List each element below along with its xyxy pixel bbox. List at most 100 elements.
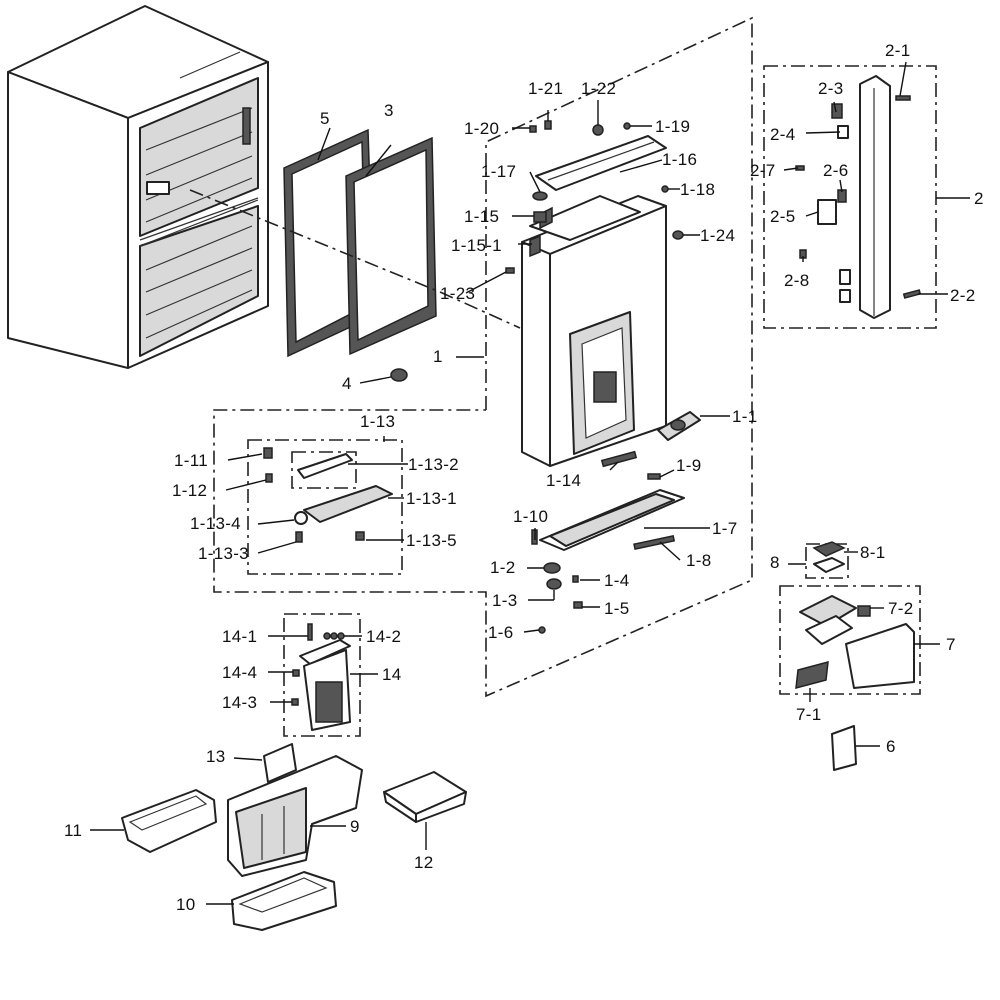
label-1-10: 1-10 <box>513 507 549 526</box>
label-2-3: 2-3 <box>818 79 844 98</box>
label-8-1: 8-1 <box>860 543 886 562</box>
label-1-13-5: 1-13-5 <box>406 531 457 550</box>
part-9 <box>227 755 363 877</box>
refrigerator-cabinet <box>7 5 269 369</box>
label-1-14: 1-14 <box>546 471 582 490</box>
part-8-1 <box>812 541 846 573</box>
part-1-20 <box>529 125 537 133</box>
group-1-outline <box>213 16 753 698</box>
part-1-4 <box>572 575 579 583</box>
label-1-8: 1-8 <box>686 551 712 570</box>
label-1-15-1: 1-15-1 <box>451 236 502 255</box>
label-2-4: 2-4 <box>770 125 796 144</box>
door-gasket-3 <box>345 136 437 356</box>
label-5: 5 <box>320 109 330 128</box>
part-6 <box>831 725 857 771</box>
part-13 <box>263 743 297 783</box>
label-1: 1 <box>433 347 443 366</box>
label-2-2: 2-2 <box>950 286 976 305</box>
part-1-23 <box>505 267 515 274</box>
label-1-3: 1-3 <box>492 591 518 610</box>
label-11: 11 <box>64 821 83 840</box>
label-14-2: 14-2 <box>366 627 402 646</box>
label-2-5: 2-5 <box>770 207 796 226</box>
label-14-1: 14-1 <box>222 627 258 646</box>
label-4: 4 <box>342 374 352 393</box>
label-1-20: 1-20 <box>464 119 500 138</box>
label-7: 7 <box>946 635 956 654</box>
label-1-17: 1-17 <box>481 162 517 181</box>
part-11 <box>121 789 217 853</box>
label-1-13: 1-13 <box>360 412 396 431</box>
label-13: 13 <box>206 747 226 766</box>
label-7-2: 7-2 <box>888 599 914 618</box>
part-10 <box>231 871 337 931</box>
label-3: 3 <box>384 101 394 120</box>
label-1-15: 1-15 <box>464 207 500 226</box>
hinge-1-1 <box>657 411 701 441</box>
label-1-19: 1-19 <box>655 117 691 136</box>
label-1-9: 1-9 <box>676 456 702 475</box>
part-1-19 <box>623 122 631 130</box>
part-1-14 <box>600 450 638 468</box>
assembly-14 <box>291 623 351 731</box>
label-8: 8 <box>770 553 780 572</box>
label-10: 10 <box>176 895 196 914</box>
label-14-4: 14-4 <box>222 663 258 682</box>
part-1-2 <box>543 562 561 574</box>
part-1-22 <box>592 124 604 136</box>
part-1-9 <box>647 473 661 480</box>
label-1-1: 1-1 <box>732 407 758 426</box>
part-1-15 <box>533 211 547 223</box>
group-1-13-outline <box>247 439 403 575</box>
label-1-2: 1-2 <box>490 558 516 577</box>
group-1-13-2-outline <box>291 451 357 489</box>
label-1-16: 1-16 <box>662 150 698 169</box>
label-1-13-1: 1-13-1 <box>406 489 457 508</box>
tray-1-7 <box>539 489 685 551</box>
label-1-22: 1-22 <box>581 79 617 98</box>
part-1-5 <box>573 601 583 609</box>
label-1-5: 1-5 <box>604 599 630 618</box>
label-9: 9 <box>350 817 360 836</box>
assembly-7 <box>795 595 915 690</box>
door-assembly-1 <box>521 195 667 467</box>
leader-lines <box>90 61 970 905</box>
label-1-11: 1-11 <box>174 451 208 470</box>
label-14-3: 14-3 <box>222 693 258 712</box>
label-1-4: 1-4 <box>604 571 630 590</box>
label-1-6: 1-6 <box>488 623 514 642</box>
label-1-18: 1-18 <box>680 180 716 199</box>
label-1-12: 1-12 <box>172 481 208 500</box>
label-2: 2 <box>974 189 984 208</box>
part-1-24 <box>672 230 684 240</box>
label-2-7: 2-7 <box>750 161 776 180</box>
group-14-outline <box>283 613 361 737</box>
part-4 <box>390 368 408 382</box>
group-2-outline <box>763 65 937 329</box>
label-1-7: 1-7 <box>712 519 738 538</box>
assembly-1-13 <box>263 447 393 543</box>
label-1-13-4: 1-13-4 <box>190 514 241 533</box>
label-14: 14 <box>382 665 402 684</box>
label-1-23: 1-23 <box>440 284 476 303</box>
label-1-24: 1-24 <box>700 226 736 245</box>
label-1-13-3: 1-13-3 <box>198 544 249 563</box>
part-1-6 <box>538 626 546 634</box>
part-1-3 <box>546 578 562 590</box>
label-1-13-2: 1-13-2 <box>408 455 459 474</box>
part-12 <box>383 771 467 823</box>
group-7-outline <box>779 585 921 695</box>
label-12: 12 <box>414 853 434 872</box>
handle-2 <box>795 75 922 319</box>
label-2-6: 2-6 <box>823 161 849 180</box>
label-7-1: 7-1 <box>796 705 822 724</box>
part-1-17 <box>532 191 548 201</box>
part-1-8 <box>633 534 676 550</box>
part-1-21 <box>544 120 552 130</box>
label-1-21: 1-21 <box>528 79 564 98</box>
label-6: 6 <box>886 737 896 756</box>
label-2-1: 2-1 <box>885 41 911 60</box>
part-1-18 <box>661 185 669 193</box>
